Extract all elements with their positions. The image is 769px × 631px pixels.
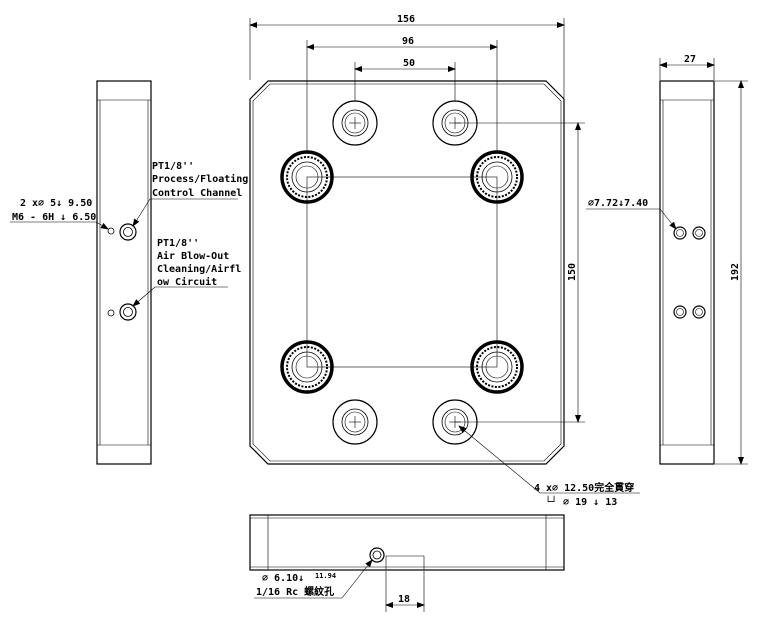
right-hole-2: [692, 226, 706, 240]
bottom-dimensions: 18 ∅ 6.10↓ 11.94 1/16 Rc 螺紋孔: [254, 559, 425, 612]
right-hole-1: [673, 226, 687, 240]
left-threads-line2: M6 - 6H ↓ 6.50: [12, 212, 96, 223]
left-view-outline: [96, 80, 152, 465]
through-hole-top-left: [332, 100, 378, 146]
front-plate-chamfer: [252, 83, 562, 462]
dim-fitting-pitch-vertical: 150: [567, 263, 578, 281]
through-hole-bottom-left: [332, 399, 378, 445]
process-port-outer: [119, 223, 137, 241]
dim-inner-spacing: 50: [403, 58, 415, 69]
front-dimensions: 156 96 50 150: [249, 14, 585, 423]
process-port-line1: PT1/8'': [152, 161, 194, 172]
left-thread-hole-2: [107, 309, 115, 317]
air-port-line2: Air Blow-Out: [157, 250, 229, 262]
right-view-outline: [659, 80, 715, 465]
bottom-port-inner: [372, 550, 382, 560]
dim-overall-height: 192: [730, 263, 741, 281]
left-threads-line1: 2 x∅ 5↓ 9.50: [20, 198, 92, 209]
right-dimensions: 27 192 ∅7.72↓7.40: [586, 54, 748, 465]
process-port-line2: Process/Floating: [152, 173, 248, 185]
right-hole-callout: ∅7.72↓7.40: [588, 198, 648, 209]
air-port-inner: [123, 307, 133, 317]
bottom-port-line2: 1/16 Rc 螺紋孔: [256, 585, 334, 598]
process-port-inner: [123, 227, 133, 237]
right-hole-4: [692, 305, 706, 319]
right-hole-3: [673, 305, 687, 319]
front-plate-outline: [249, 80, 565, 465]
process-port-line3: Control Channel: [152, 188, 242, 199]
fitting-pitch-square: [306, 176, 498, 368]
bottom-port-outer: [369, 547, 385, 563]
bottom-port-depth: 11.94: [315, 572, 336, 580]
dim-bottom-width: 18: [398, 594, 410, 605]
bottom-view-outline: [249, 514, 565, 571]
through-holes-line1: 4 x∅ 12.50完全貫穿: [534, 481, 634, 494]
fitting-bottom-left: [280, 340, 334, 394]
air-port-outer: [119, 303, 137, 321]
bottom-notch: [385, 555, 425, 570]
dim-side-thickness: 27: [684, 54, 696, 65]
fitting-bottom-right: [470, 340, 524, 394]
through-holes-callout: 4 x∅ 12.50完全貫穿 └┘ ∅ 19 ↓ 13: [458, 425, 640, 508]
left-callouts: 2 x∅ 5↓ 9.50 M6 - 6H ↓ 6.50 PT1/8'' Proc…: [10, 161, 248, 307]
right-side-view: [659, 80, 715, 465]
left-side-view: [96, 80, 152, 465]
air-port-line4: ow Circuit: [157, 276, 217, 288]
bottom-view: [249, 514, 565, 571]
front-view: [249, 80, 565, 465]
dim-fitting-spacing: 96: [402, 36, 414, 47]
air-port-line3: Cleaning/Airfl: [157, 263, 241, 275]
left-thread-hole-1: [107, 227, 115, 235]
air-port-leader: [132, 286, 156, 307]
bottom-port-line1: ∅ 6.10↓: [262, 573, 304, 584]
air-port-line1: PT1/8'': [157, 238, 199, 249]
dim-overall-width: 156: [397, 14, 415, 25]
through-holes-line2: └┘ ∅ 19 ↓ 13: [545, 495, 617, 508]
left-threads-leader: [95, 221, 109, 230]
process-port-leader: [132, 198, 151, 227]
